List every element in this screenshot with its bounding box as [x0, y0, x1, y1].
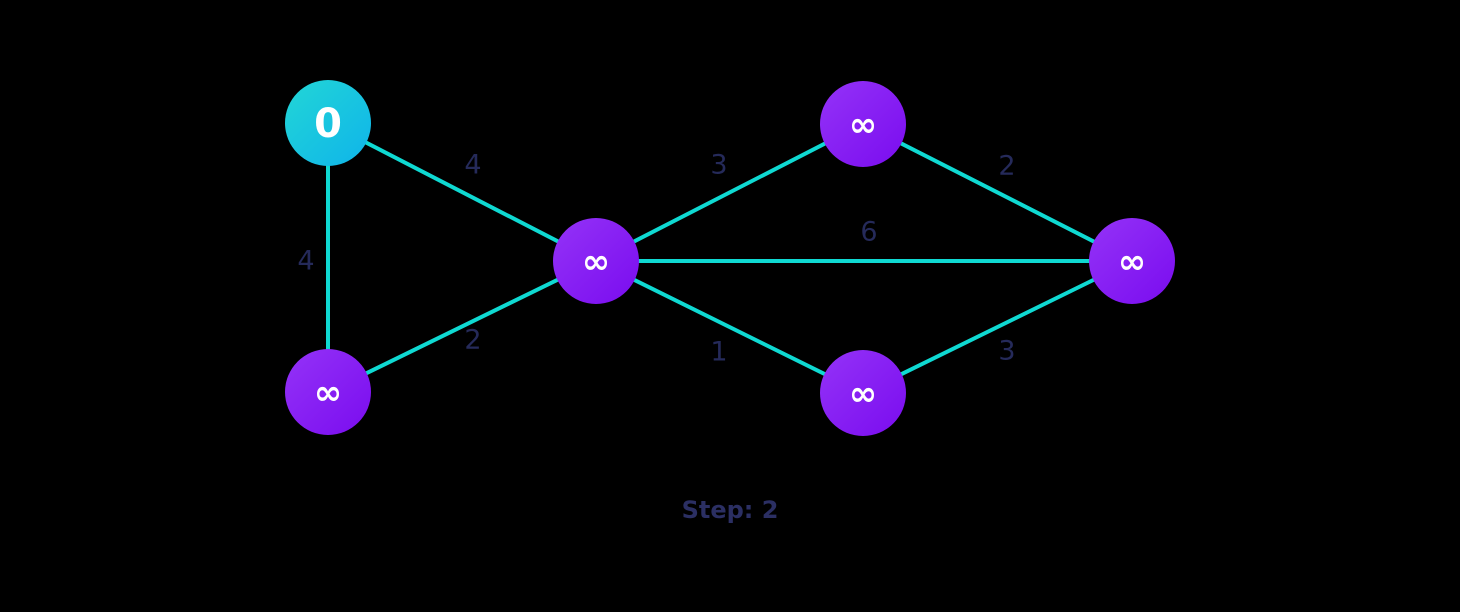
edge-weight-d-f: 2 — [998, 151, 1015, 182]
node-f[interactable]: ∞ — [1089, 218, 1175, 304]
edge-c-e[interactable] — [594, 259, 865, 395]
node-distance-a: 0 — [314, 101, 342, 147]
source-node[interactable]: 0 — [285, 80, 371, 166]
node-distance-f: ∞ — [1118, 242, 1146, 282]
edge-c-d[interactable] — [594, 122, 865, 263]
node-circle-c[interactable] — [553, 218, 639, 304]
node-c[interactable]: ∞ — [553, 218, 639, 304]
node-distance-e: ∞ — [849, 374, 877, 414]
nodes-layer: 0 ∞ ∞ ∞ ∞ ∞ — [285, 80, 1175, 436]
node-d[interactable]: ∞ — [820, 81, 906, 167]
edge-weight-c-e: 1 — [710, 337, 727, 368]
edge-weight-e-f: 3 — [998, 336, 1015, 367]
step-label: Step: 2 — [682, 496, 779, 524]
edge-weight-b-c: 2 — [464, 325, 481, 356]
edge-weight-a-b: 4 — [297, 246, 314, 277]
node-circle-f[interactable] — [1089, 218, 1175, 304]
edge-weights-layer: 4 4 2 3 1 6 2 3 — [297, 150, 1015, 368]
edge-weight-c-d: 3 — [710, 150, 727, 181]
edge-weight-c-f: 6 — [860, 217, 877, 248]
node-circle-a[interactable] — [285, 80, 371, 166]
edge-d-f[interactable] — [861, 122, 1134, 263]
node-circle-d[interactable] — [820, 81, 906, 167]
node-distance-b: ∞ — [314, 373, 342, 413]
edge-b-c[interactable] — [326, 259, 598, 394]
node-circle-e[interactable] — [820, 350, 906, 436]
edges-layer — [326, 121, 1134, 395]
edge-a-c[interactable] — [326, 121, 598, 263]
node-distance-d: ∞ — [849, 105, 877, 145]
edge-e-f[interactable] — [861, 259, 1134, 395]
node-e[interactable]: ∞ — [820, 350, 906, 436]
node-distance-c: ∞ — [582, 242, 610, 282]
node-circle-b[interactable] — [285, 349, 371, 435]
edge-weight-a-c: 4 — [464, 150, 481, 181]
node-b[interactable]: ∞ — [285, 349, 371, 435]
